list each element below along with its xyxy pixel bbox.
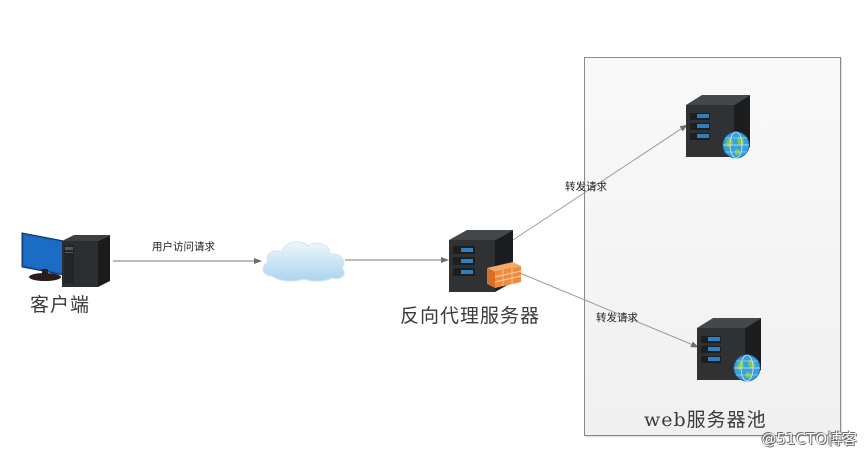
web-server-icon [697, 318, 761, 382]
cloud-icon [262, 241, 345, 282]
desktop-computer-icon [21, 232, 110, 287]
edge-label-forward-request-2: 转发请求 [596, 312, 638, 324]
watermark: @51CTO博客 [761, 430, 857, 448]
firewall-icon [487, 262, 522, 288]
client-label: 客户端 [30, 294, 91, 316]
edge-label-user-request: 用户访问请求 [152, 241, 215, 253]
web-server-pool-label: web服务器池 [644, 409, 767, 431]
edge-proxy-to-web-server-2 [514, 270, 699, 348]
globe-icon [733, 354, 761, 382]
edge-label-forward-request-1: 转发请求 [565, 181, 607, 193]
web-server-icon [686, 95, 750, 159]
globe-icon [722, 131, 750, 159]
edge-proxy-to-web-server-1 [512, 124, 688, 241]
server-with-firewall-icon [449, 230, 522, 292]
proxy-server-label: 反向代理服务器 [400, 305, 541, 327]
